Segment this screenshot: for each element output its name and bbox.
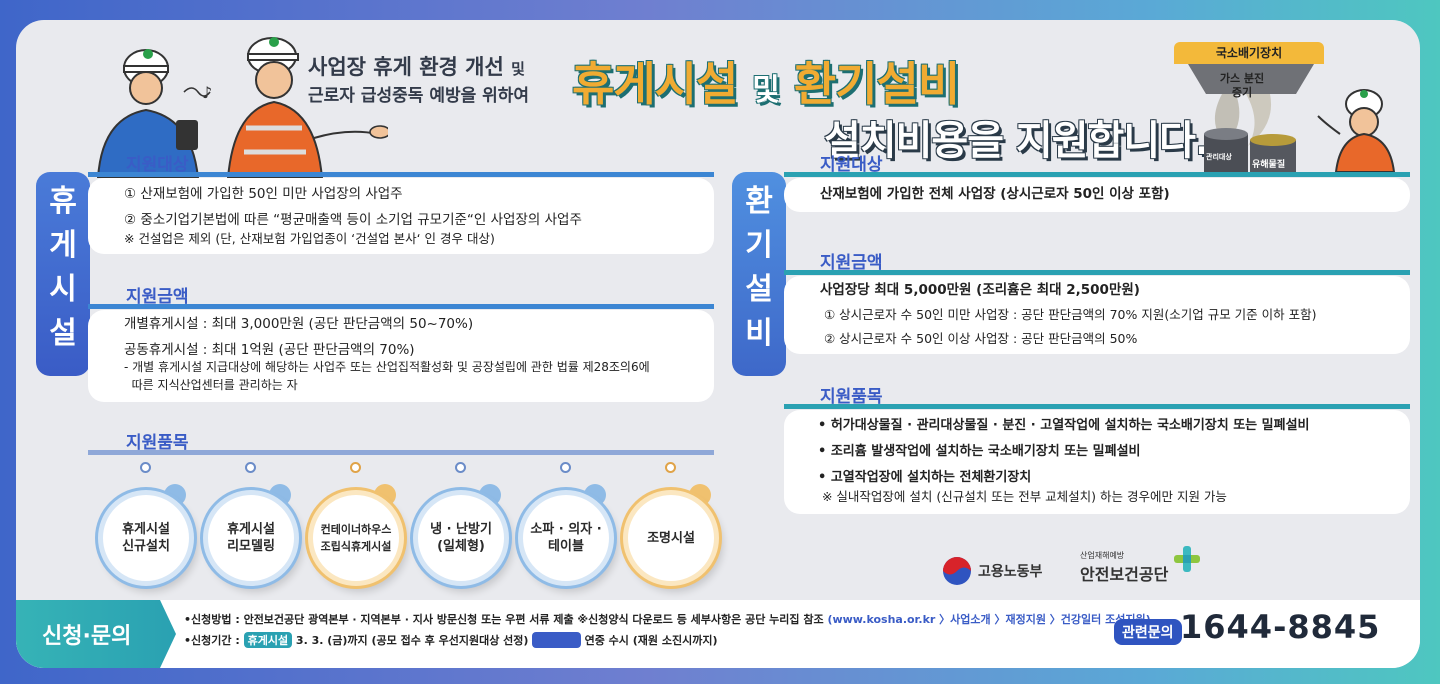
kosha-small-label: 산업재해예방 [1080, 551, 1125, 560]
item-dot-4 [455, 462, 466, 473]
left-amount-line-3: - 개별 휴게시설 지급대상에 해당하는 사업주 또는 산업집적활성화 및 공장… [124, 360, 650, 374]
period-tag-rest: 휴게시설 [243, 632, 293, 648]
right-target-box: 산재보험에 가입한 전체 사업장 (상시근로자 50인 이상 포함) [784, 178, 1410, 212]
main-title: 휴게시설 및 환기설비 [572, 57, 960, 111]
right-amount-rule [784, 270, 1410, 275]
item-furniture: 소파 · 의자 ·테이블 [518, 490, 614, 586]
left-amount-line-2: 공동휴게시설 : 최대 1억원 (공단 판단금액의 70%) [124, 342, 415, 358]
right-amount-line-2: ① 상시근로자 수 50인 미만 사업장 : 공단 판단금액의 70% 지원(소… [824, 307, 1317, 322]
contact-label: 관련문의 [1114, 619, 1182, 645]
item-dot-2 [245, 462, 256, 473]
right-items-rule [784, 404, 1410, 409]
right-amount-box: 사업장당 최대 5,000만원 (조리흄은 최대 2,500만원) ① 상시근로… [784, 276, 1410, 354]
workers-illustration: ♪ [96, 37, 388, 178]
moel-label: 고용노동부 [978, 564, 1043, 580]
item-dot-5 [560, 462, 571, 473]
left-target-line-3: ※ 건설업은 제외 (단, 산재보험 가입업종이 ‘건설업 본사‘ 인 경우 대… [124, 231, 495, 246]
left-amount-line-4: 따른 지식산업센터를 관리하는 자 [124, 378, 298, 392]
poster-card: ♪ 사업장 휴게 환경 개선 및 근로자 급성중독 예방을 위하여 휴게시설 및… [16, 20, 1420, 668]
right-items-title: 지원품목 [796, 382, 883, 407]
drum-label: 관리대상 [1206, 153, 1232, 161]
left-items-title: 지원품목 [102, 428, 189, 453]
left-target-line-2: ② 중소기업기본법에 따른 “평균매출액 등이 소기업 규모기준“인 사업장의 … [124, 212, 582, 228]
gas-label: 가스 분진 증기 [1219, 72, 1265, 99]
right-amount-line-1: 사업장당 최대 5,000만원 (조리흄은 최대 2,500만원) [820, 282, 1140, 298]
item-dot-3 [350, 462, 361, 473]
kosha-cross-icon [1174, 546, 1200, 572]
apply-label: 신청·문의 [16, 600, 176, 668]
right-items-line-4: ※ 실내작업장에 설치 (신규설치 또는 전부 교체설치) 하는 경우에만 지원… [818, 489, 1227, 504]
right-items-line-1: • 허가대상물질 · 관리대상물질 · 분진 · 고열작업에 설치하는 국소배기… [818, 418, 1310, 433]
left-amount-line-1: 개별휴게시설 : 최대 3,000만원 (공단 판단금액의 50~70%) [124, 316, 474, 332]
kosha-label: 안전보건공단 [1080, 565, 1169, 584]
equipment-label: 국소배기장치 [1174, 42, 1324, 64]
right-amount-line-3: ② 상시근로자 수 50인 이상 사업장 : 공단 판단금액의 50% [824, 331, 1138, 346]
right-items-line-3: • 고열작업장에 설치하는 전체환기장치 [818, 470, 1032, 485]
svg-text:♪: ♪ [202, 83, 212, 102]
footer: 신청·문의 •신청방법 : 안전보건공단 광역본부 · 지역본부 · 지사 방문… [16, 600, 1420, 668]
right-amount-title: 지원금액 [796, 248, 883, 273]
right-items-line-2: • 조리흄 발생작업에 설치하는 국소배기장치 또는 밀폐설비 [818, 444, 1141, 459]
header-line2: 근로자 급성중독 예방을 위하여 [308, 86, 530, 106]
moel-logo: 고용노동부 [942, 556, 1042, 586]
right-items-box: • 허가대상물질 · 관리대상물질 · 분진 · 고열작업에 설치하는 국소배기… [784, 410, 1410, 514]
left-target-rule [88, 172, 714, 177]
footer-link[interactable]: (www.kosha.or.kr 〉사업소개 〉재정지원 〉건강일터 조성지원) [827, 613, 1151, 626]
left-target-title: 지원대상 [102, 150, 189, 175]
contact-phone[interactable]: 1644-8845 [1180, 608, 1381, 646]
left-amount-box: 개별휴게시설 : 최대 3,000만원 (공단 판단금액의 50~70%) 공동… [88, 310, 714, 402]
left-amount-title: 지원금액 [102, 282, 189, 307]
main-subtitle: 설치비용을 지원합니다. [824, 118, 1210, 164]
side-tab-rest-facility: 휴 게 시 설 [36, 172, 90, 376]
right-target-line-1: 산재보험에 가입한 전체 사업장 (상시근로자 50인 이상 포함) [820, 186, 1170, 202]
period-tag-vent: 환기설비 [532, 632, 581, 648]
moel-emblem-icon [943, 557, 971, 585]
footer-method: •신청방법 : 안전보건공단 광역본부 · 지역본부 · 지사 방문신청 또는 … [184, 613, 1151, 626]
item-heater-cooler: 냉 · 난방기(일체형) [413, 490, 509, 586]
left-target-line-1: ① 산재보험에 가입한 50인 미만 사업장의 사업주 [124, 186, 403, 202]
drum-label-2: 유해물질 [1252, 160, 1286, 170]
side-tab-ventilation: 환 기 설 비 [732, 172, 786, 376]
header-line1: 사업장 휴게 환경 개선 및 [308, 55, 525, 79]
left-target-box: ① 산재보험에 가입한 50인 미만 사업장의 사업주 ② 중소기업기본법에 따… [88, 178, 714, 254]
item-lighting: 조명시설 [623, 490, 719, 586]
footer-period: •신청기간 : 휴게시설 3. 3. (금)까지 (공모 접수 후 우선지원대상… [184, 632, 718, 648]
left-amount-rule [88, 304, 714, 309]
item-dot-1 [140, 462, 151, 473]
right-target-title: 지원대상 [796, 150, 883, 175]
left-items-rule [88, 450, 714, 455]
kosha-logo: 산업재해예방 안전보건공단 [1080, 546, 1200, 585]
right-target-rule [784, 172, 1410, 177]
exhaust-illustration [1188, 64, 1396, 172]
item-dot-6 [665, 462, 676, 473]
